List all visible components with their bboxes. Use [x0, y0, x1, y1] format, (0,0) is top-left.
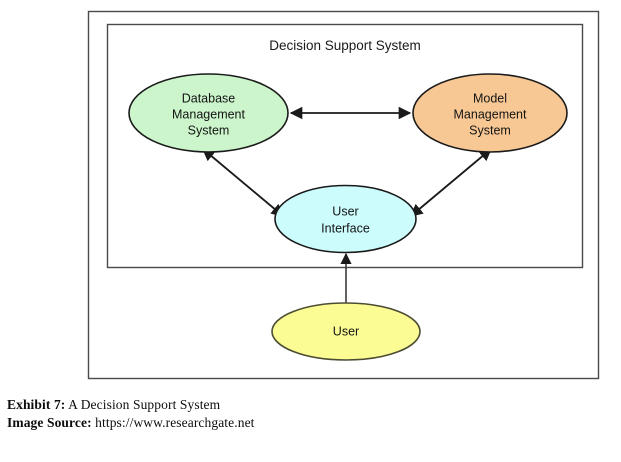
- outer-frame: [87, 10, 600, 380]
- diagram-title: Decision Support System: [269, 38, 421, 53]
- node-dbms-label-line-3: System: [188, 123, 230, 137]
- connector-dbms-user-interface: [202, 148, 284, 217]
- caption-exhibit-text: A Decision Support System: [65, 397, 221, 412]
- caption-source-label: Image Source:: [7, 415, 92, 430]
- caption-source-line: Image Source: https://www.researchgate.n…: [7, 414, 607, 432]
- connector-mms-user-interface: [410, 148, 492, 217]
- node-user-interface-shape: [274, 184, 417, 254]
- node-mms-label-line-3: System: [469, 123, 511, 137]
- node-dbms-label-line-2: Management: [172, 107, 245, 121]
- node-user-label: User: [333, 324, 359, 338]
- node-dbms-label-line-1: Database: [182, 91, 236, 105]
- node-mms-shape: [412, 73, 568, 153]
- node-mms[interactable]: Model Management System: [412, 73, 568, 153]
- inner-frame: [106, 23, 584, 269]
- caption-exhibit-line: Exhibit 7: A Decision Support System: [7, 396, 607, 414]
- node-dbms-shape: [128, 73, 289, 153]
- node-user-interface-label-line-1: User: [332, 204, 358, 218]
- node-user-interface-label-line-2: Interface: [321, 221, 370, 235]
- node-dbms[interactable]: Database Management System: [128, 73, 289, 153]
- caption-source-text: https://www.researchgate.net: [91, 415, 255, 430]
- node-user[interactable]: User: [271, 302, 421, 361]
- node-user-shape: [271, 302, 421, 361]
- node-mms-label-line-1: Model: [473, 91, 507, 105]
- node-user-interface[interactable]: User Interface: [274, 184, 417, 254]
- figure-caption: Exhibit 7: A Decision Support System Ima…: [7, 396, 607, 432]
- caption-exhibit-label: Exhibit 7:: [7, 397, 66, 412]
- node-mms-label-line-2: Management: [454, 107, 527, 121]
